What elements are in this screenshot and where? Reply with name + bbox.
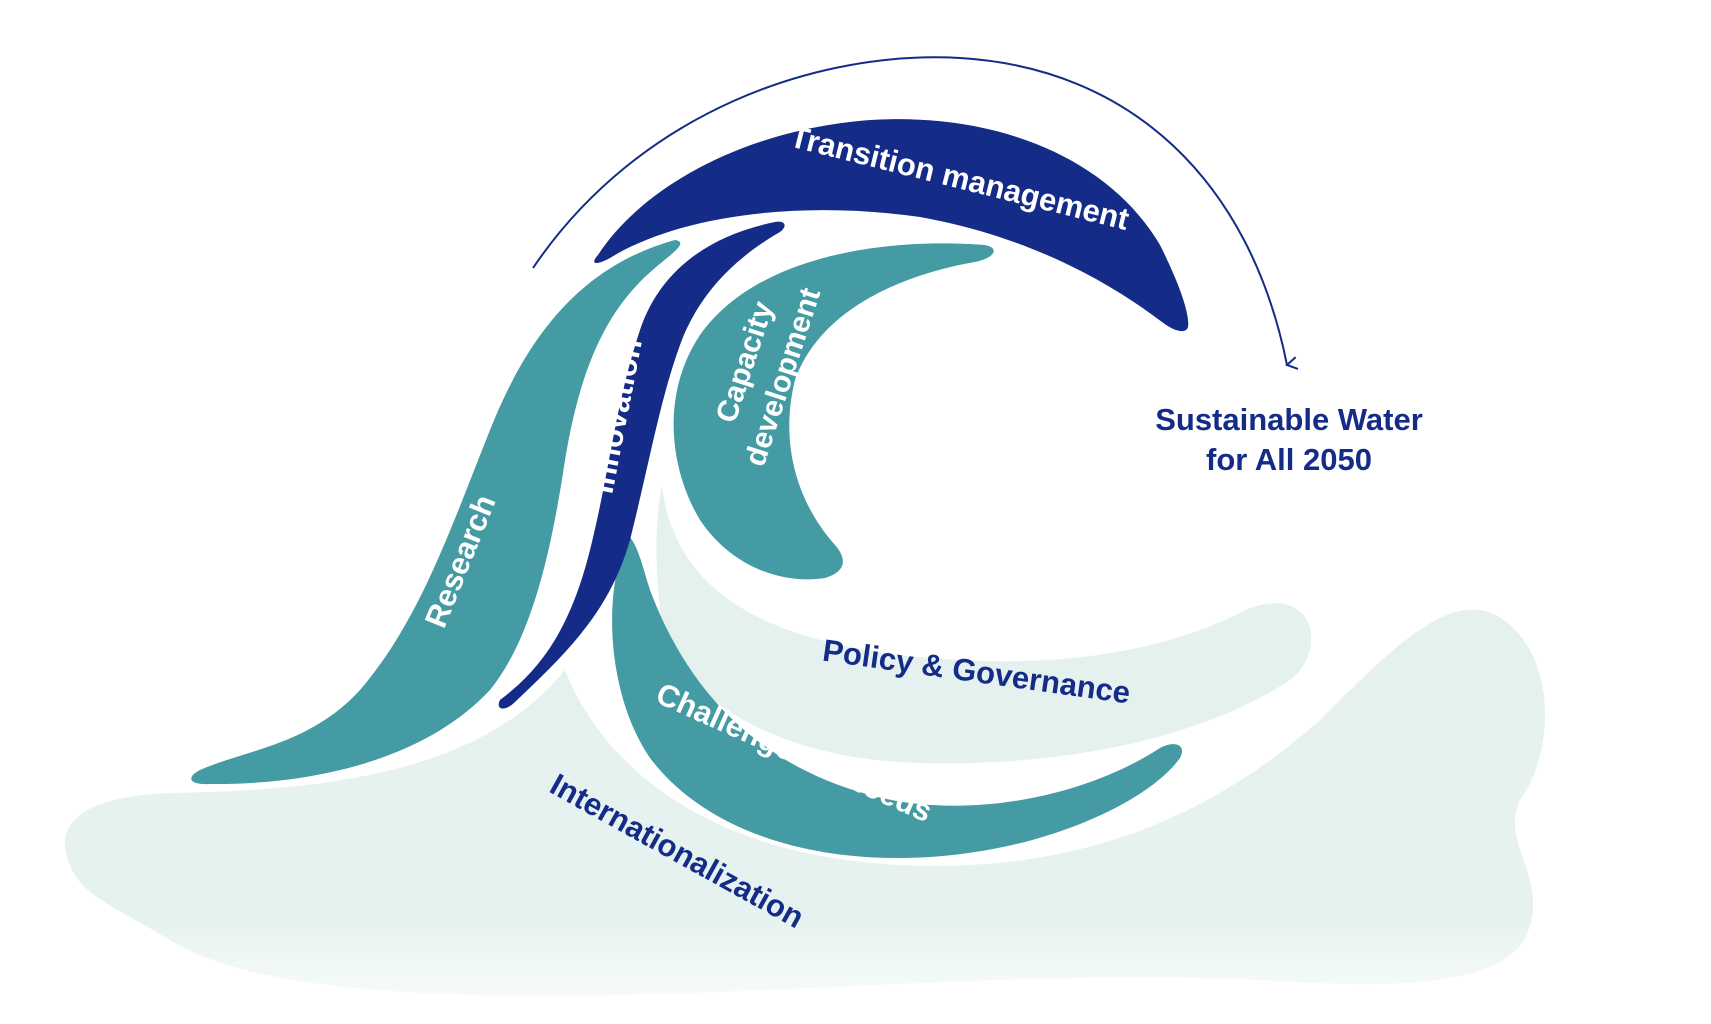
transition-management-shape bbox=[594, 119, 1189, 332]
policy-governance-shape bbox=[656, 485, 1312, 764]
innovation-shape bbox=[498, 221, 785, 709]
goal-label-line2: for All 2050 bbox=[1206, 442, 1372, 477]
research-shape bbox=[191, 240, 681, 785]
challenges-needs-shape bbox=[612, 535, 1183, 859]
goal-label-line1: Sustainable Water bbox=[1155, 402, 1423, 437]
internationalization-shape bbox=[64, 609, 1545, 996]
capacity-development-shape bbox=[673, 243, 994, 580]
progress-arrow bbox=[532, 56, 1299, 370]
